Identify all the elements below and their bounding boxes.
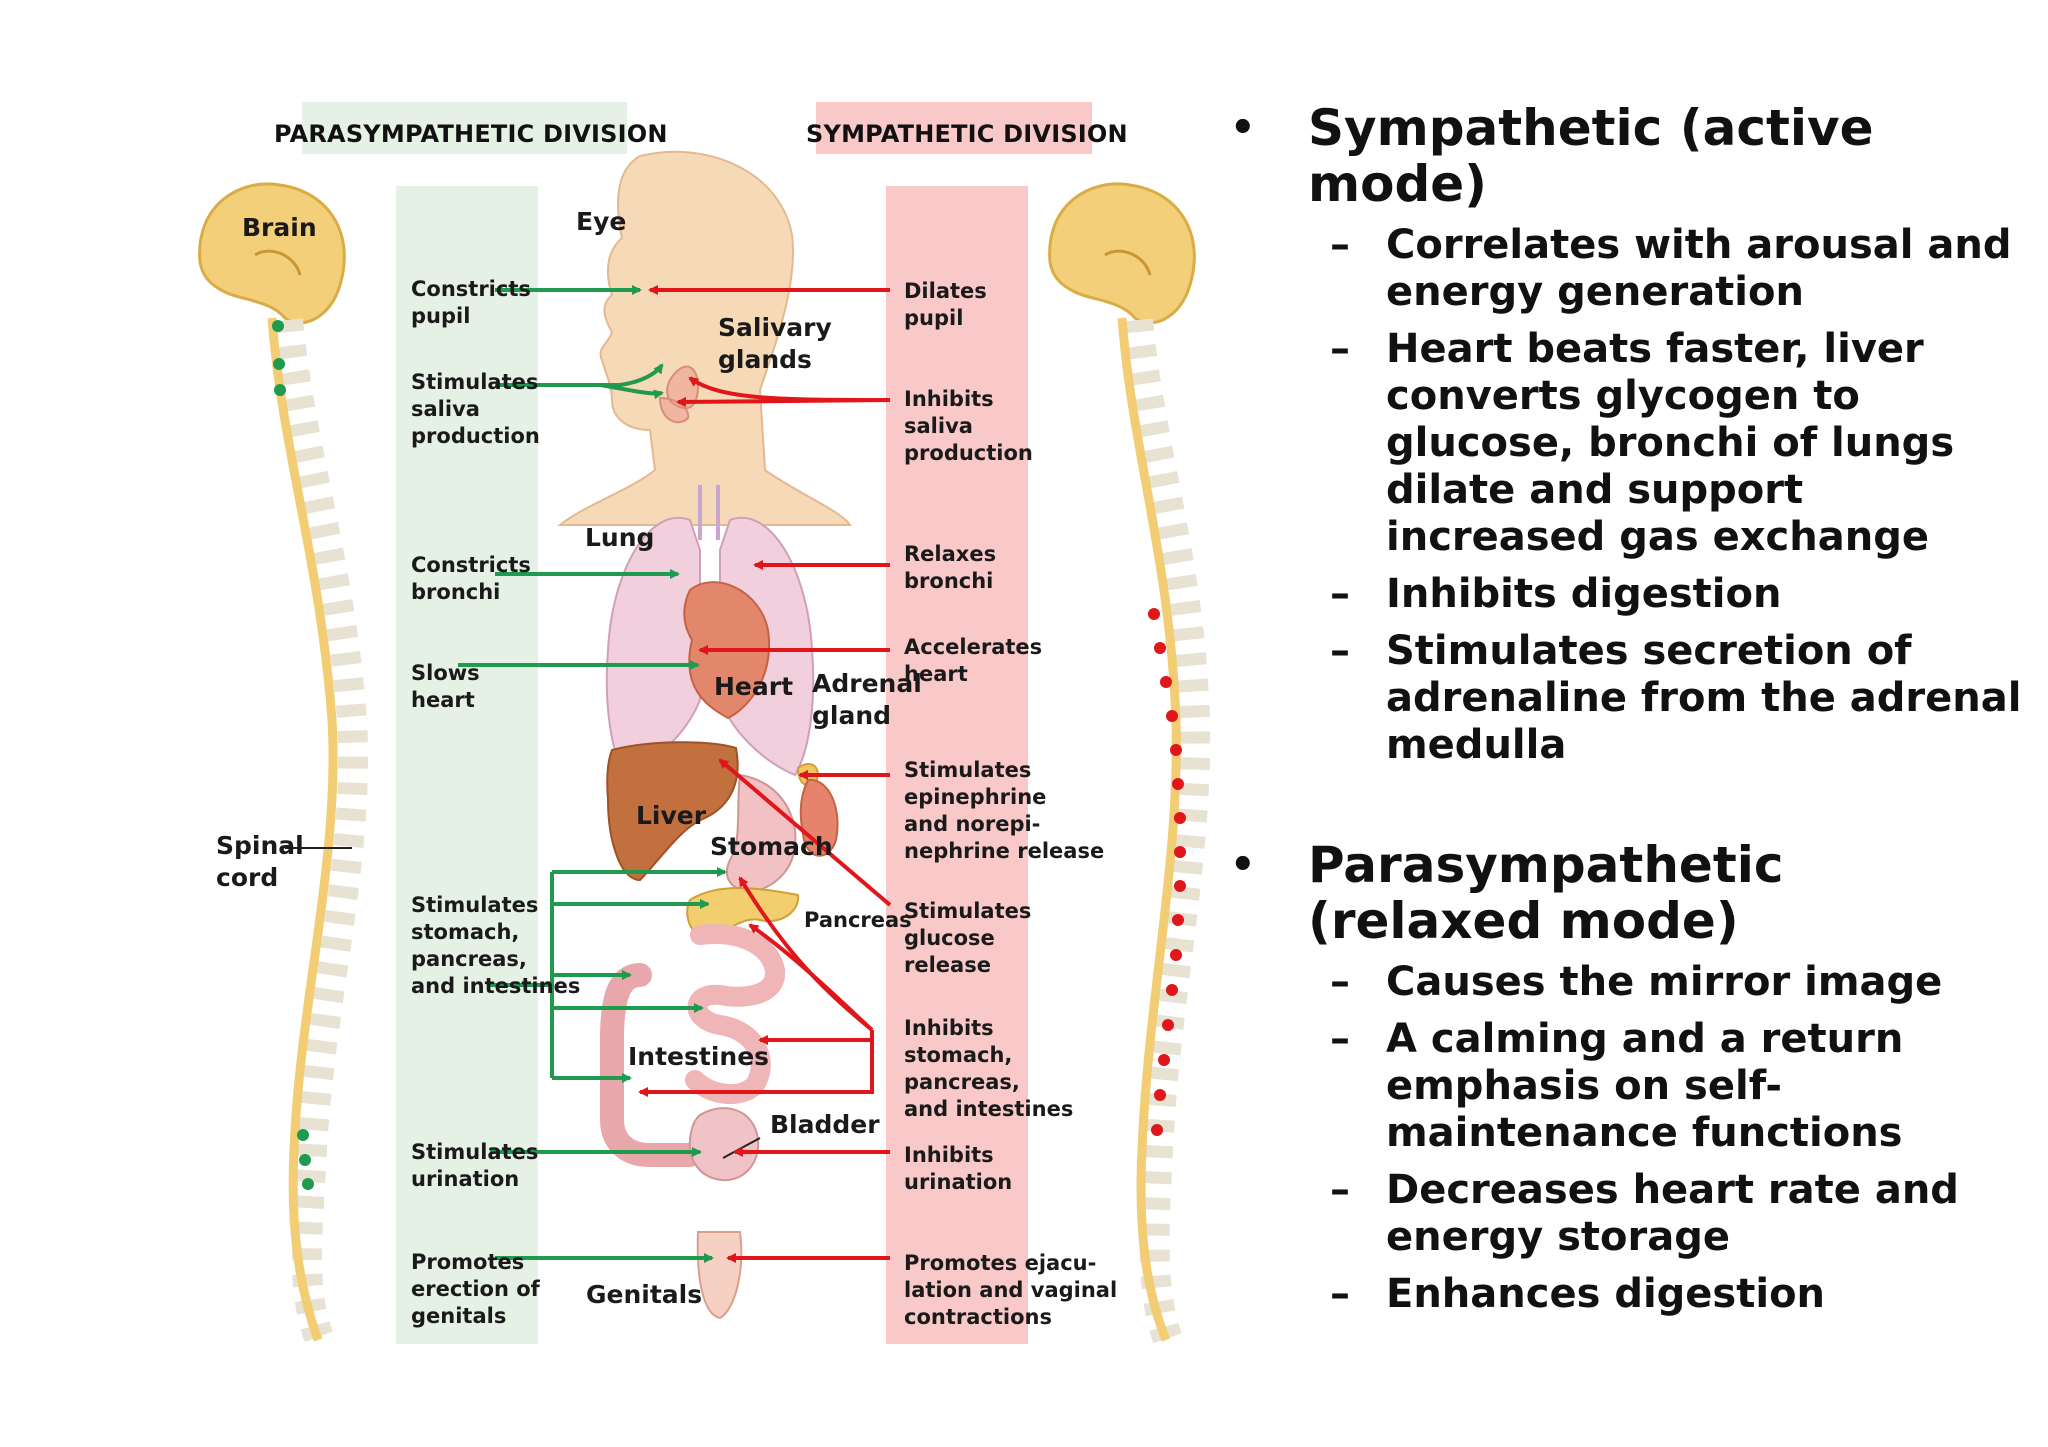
pancreas-label: Pancreas xyxy=(804,908,912,932)
sympathetic-point-text: Stimulates secretion of adrenaline from … xyxy=(1386,628,2022,768)
para-effect-heart: Slows heart xyxy=(411,661,480,712)
sympathetic-notes: • Sympathetic (active mode) –Correlates … xyxy=(1230,100,2030,769)
para-effect-bronchi: Constricts bronchi xyxy=(411,553,531,604)
symp-effect-glucose: Stimulates glucose release xyxy=(904,899,1032,977)
intestines-label: Intestines xyxy=(628,1042,770,1071)
sympathetic-point: –Heart beats faster, liver converts glyc… xyxy=(1230,326,2030,561)
bullet-icon: • xyxy=(1230,105,1256,151)
left-lung-icon xyxy=(605,517,701,777)
parasympathetic-header-band xyxy=(302,102,627,154)
salivary-glands-label: Salivary glands xyxy=(718,313,832,374)
left-vertebrae xyxy=(273,318,369,1346)
sympathetic-point: –Correlates with arousal and energy gene… xyxy=(1230,222,2030,316)
nervous-system-diagram: PARASYMPATHETIC DIVISION SYMPATHETIC DIV… xyxy=(198,102,1211,1346)
adrenal-gland-label: Adrenal gland xyxy=(812,669,922,730)
symp-effect-adrenal: Stimulates epinephrine and norepi- nephr… xyxy=(904,758,1105,863)
heart-label: Heart xyxy=(714,672,794,701)
left-ganglia-dots xyxy=(272,320,314,1190)
para-effect-pupil: Constricts pupil xyxy=(411,277,531,328)
parasympathetic-point: –A calming and a return emphasis on self… xyxy=(1230,1016,2030,1157)
para-effect-urination: Stimulates urination xyxy=(411,1140,539,1191)
parasympathetic-notes: • Parasympathetic (relaxed mode) –Causes… xyxy=(1230,837,2030,1318)
genitals-icon xyxy=(696,1231,743,1320)
symp-effect-genitals: Promotes ejacu- lation and vaginal contr… xyxy=(904,1251,1118,1329)
parasympathetic-division-header: PARASYMPATHETIC DIVISION xyxy=(274,120,668,148)
right-ganglia-dots xyxy=(1148,608,1186,1136)
stomach-label: Stomach xyxy=(710,832,833,861)
sympathetic-title-item: • Sympathetic (active mode) xyxy=(1230,100,2030,212)
sympathetic-point-text: Heart beats faster, liver converts glyco… xyxy=(1386,326,1955,560)
head-silhouette xyxy=(557,150,852,526)
symp-effect-digestion: Inhibits stomach, pancreas, and intestin… xyxy=(904,1016,1074,1121)
parasympathetic-title-item: • Parasympathetic (relaxed mode) xyxy=(1230,837,2030,949)
liver-label: Liver xyxy=(636,801,707,830)
sympathetic-point-text: Inhibits digestion xyxy=(1386,571,1782,617)
dash-icon: – xyxy=(1330,628,1350,674)
dash-icon: – xyxy=(1330,1271,1350,1317)
left-spinal-cord xyxy=(267,317,338,1342)
liver-icon xyxy=(606,741,739,882)
parasympathetic-point: –Causes the mirror image xyxy=(1230,959,2030,1006)
sympathetic-column xyxy=(886,186,1028,1344)
notes-panel: • Sympathetic (active mode) –Correlates … xyxy=(1230,100,2030,1318)
dash-icon: – xyxy=(1330,571,1350,617)
spinal-cord-label: Spinal cord xyxy=(216,831,304,892)
parasympathetic-point-text: A calming and a return emphasis on self-… xyxy=(1386,1016,1904,1156)
sympathetic-point: –Inhibits digestion xyxy=(1230,571,2030,618)
symp-effect-saliva: Inhibits saliva production xyxy=(904,387,1033,465)
dash-icon: – xyxy=(1330,222,1350,268)
sympathetic-point-text: Correlates with arousal and energy gener… xyxy=(1386,222,2012,315)
dash-icon: – xyxy=(1330,1016,1350,1062)
bullet-icon: • xyxy=(1230,842,1256,888)
dash-icon: – xyxy=(1330,1167,1350,1213)
sympathetic-division-header: SYMPATHETIC DIVISION xyxy=(806,120,1128,148)
para-effect-digestion: Stimulates stomach, pancreas, and intest… xyxy=(411,893,581,998)
left-brain-icon xyxy=(198,182,346,325)
symp-effect-pupil: Dilates pupil xyxy=(904,279,987,330)
bladder-label: Bladder xyxy=(770,1110,880,1139)
bladder-icon xyxy=(688,1107,760,1182)
brain-label: Brain xyxy=(242,213,317,242)
genitals-label: Genitals xyxy=(586,1280,703,1309)
parasympathetic-point: –Enhances digestion xyxy=(1230,1271,2030,1318)
eye-label: Eye xyxy=(576,207,627,236)
parasympathetic-point-text: Enhances digestion xyxy=(1386,1271,1826,1317)
parasympathetic-title: Parasympathetic (relaxed mode) xyxy=(1308,836,1784,950)
symp-effect-urination: Inhibits urination xyxy=(904,1143,1013,1194)
sympathetic-point: –Stimulates secretion of adrenaline from… xyxy=(1230,628,2030,769)
right-spinal-cord xyxy=(1117,317,1181,1342)
symp-effect-bronchi: Relaxes bronchi xyxy=(904,542,997,593)
sympathetic-header-band xyxy=(816,102,1092,154)
trachea-icon xyxy=(698,485,720,540)
para-effect-saliva: Stimulates saliva production xyxy=(411,370,540,448)
parasympathetic-point-text: Decreases heart rate and energy storage xyxy=(1386,1167,1959,1260)
dash-icon: – xyxy=(1330,959,1350,1005)
lung-label: Lung xyxy=(585,523,655,552)
para-effect-genitals: Promotes erection of genitals xyxy=(411,1250,540,1328)
sympathetic-title: Sympathetic (active mode) xyxy=(1308,99,1874,213)
parasympathetic-arrows xyxy=(458,285,727,1263)
symp-effect-heart: Accelerates heart xyxy=(904,635,1043,686)
dash-icon: – xyxy=(1330,326,1350,372)
parasympathetic-point-text: Causes the mirror image xyxy=(1386,959,1943,1005)
diagram-artwork xyxy=(198,102,1211,1346)
right-brain-icon xyxy=(1048,182,1196,325)
parasympathetic-point: –Decreases heart rate and energy storage xyxy=(1230,1167,2030,1261)
sympathetic-arrows xyxy=(638,285,892,1263)
